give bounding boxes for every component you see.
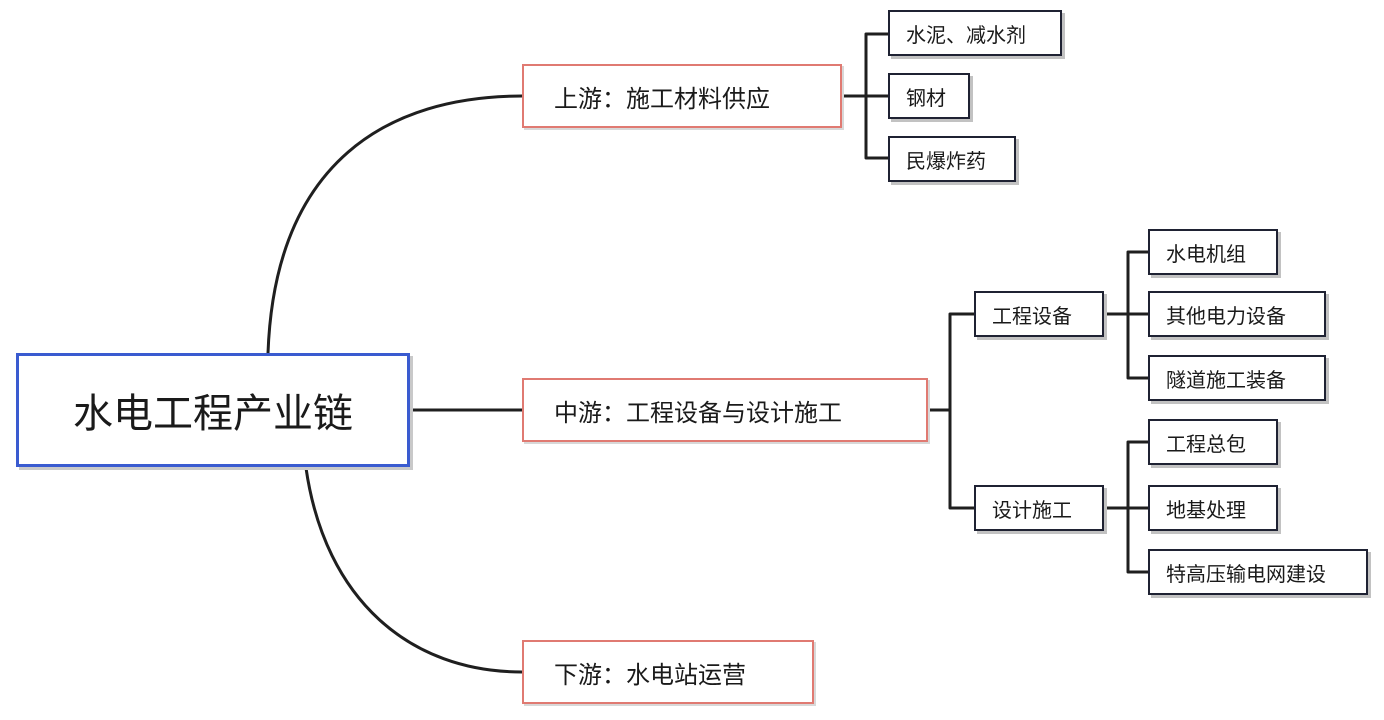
leaf-hydro-units: 水电机组 [1148,229,1278,275]
construction-node: 设计施工 [974,485,1104,531]
leaf-uhv-grid: 特高压输电网建设 [1148,549,1368,595]
leaf-cement: 水泥、减水剂 [888,10,1062,56]
leaf-foundation-treatment: 地基处理 [1148,485,1278,531]
equipment-node: 工程设备 [974,291,1104,337]
connector-root-upstream [266,94,524,355]
downstream-node: 下游：水电站运营 [522,640,814,704]
connector-construction-fan [1102,440,1150,574]
connector-midstream-fan [926,312,976,510]
leaf-other-power-equipment: 其他电力设备 [1148,291,1326,337]
leaf-explosives: 民爆炸药 [888,136,1016,182]
connector-equipment-fan [1102,250,1150,380]
midstream-node: 中游：工程设备与设计施工 [522,378,928,442]
leaf-steel: 钢材 [888,73,970,119]
root-node: 水电工程产业链 [16,353,410,467]
connector-root-downstream [304,466,524,674]
connector-upstream-fan [840,32,890,160]
leaf-general-contracting: 工程总包 [1148,419,1278,465]
leaf-tunnel-equipment: 隧道施工装备 [1148,355,1326,401]
upstream-node: 上游：施工材料供应 [522,64,842,128]
